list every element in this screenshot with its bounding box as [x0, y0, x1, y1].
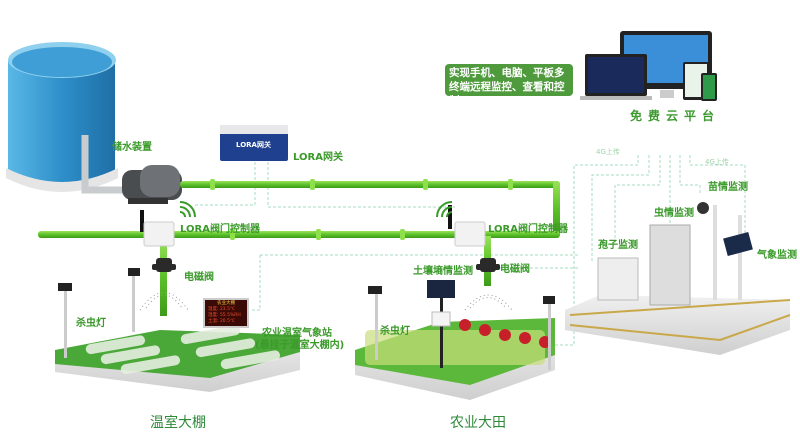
greenhouse-station-label-line1: 农业温室气象站: [262, 328, 332, 339]
solenoid-valve-2: [476, 258, 500, 272]
led-row: 土温: 20.5℃: [208, 319, 236, 324]
callout-line-1: 实现手机、电脑、平板多: [449, 67, 565, 79]
farmland-platform: [355, 318, 555, 400]
greenhouse-platform: [55, 325, 300, 392]
insect-lamps: [64, 272, 551, 370]
water-tank: [6, 42, 118, 192]
cloud-platform-label: 免费云平台: [630, 109, 721, 123]
spore-monitor-label: 孢子监测: [598, 240, 638, 251]
seedling-monitor-label: 苗情监测: [708, 182, 748, 193]
valve-controller-label-1: LORA阀门控制器: [180, 224, 260, 235]
led-title: 农业大棚: [217, 301, 235, 306]
soil-moisture-station: [427, 280, 455, 368]
weather-monitor-label: 气象监测: [757, 250, 797, 261]
spray: [139, 292, 513, 311]
multi-terminal-callout: 实现手机、电脑、平板多 终端远程监控、查看和控制: [445, 64, 573, 107]
solenoid-valve-1: [152, 258, 176, 272]
led-row: 温度: 23.5℃: [208, 307, 236, 312]
led-row: 湿度: 55.5%RH: [208, 313, 241, 318]
spore-monitor-device: [597, 257, 639, 301]
pest-monitor-device: [649, 224, 691, 306]
water-pump: [122, 165, 182, 204]
soil-moisture-label: 土壤墒情监测: [413, 266, 473, 277]
solar-panel: [723, 231, 753, 257]
solenoid-valve-label-1: 电磁阀: [184, 272, 214, 283]
insect-lamp-label-2: 杀虫灯: [380, 326, 410, 337]
water-storage-label: 储水装置: [112, 142, 152, 153]
cloud-devices: [580, 31, 717, 101]
lora-gateway-device: [220, 125, 288, 161]
valve-controller-2-device: [448, 205, 486, 247]
wifi-icon: [436, 201, 453, 218]
upper-pipe: [180, 181, 560, 236]
gateway-device-text: LORA网关: [236, 141, 271, 149]
insect-lamp-label-1: 杀虫灯: [76, 318, 106, 329]
camera: [697, 202, 709, 214]
farmland-caption: 农业大田: [450, 415, 506, 431]
valve-controller-1-device: [140, 210, 175, 247]
wifi-icon: [179, 201, 196, 218]
pest-monitor-label: 虫情监测: [654, 208, 694, 219]
lora-gateway-label: LORA网关: [293, 152, 343, 163]
greenhouse-station-label-line2: (悬挂于温室大棚内): [255, 340, 345, 351]
callout-line-2: 终端远程监控、查看和控制: [449, 81, 565, 107]
greenhouse-led-display: 农业大棚 温度: 23.5℃ 湿度: 55.5%RH 土温: 20.5℃: [203, 298, 249, 328]
greenhouse-caption: 温室大棚: [150, 415, 206, 431]
valve-controller-label-2: LORA阀门控制器: [488, 224, 568, 235]
monitoring-platform: [565, 202, 791, 355]
uplink-label-4g-right: 4G上传: [705, 158, 729, 166]
solenoid-valve-label-2: 电磁阀: [500, 264, 530, 275]
uplink-label-4g-left: 4G上传: [596, 148, 620, 156]
